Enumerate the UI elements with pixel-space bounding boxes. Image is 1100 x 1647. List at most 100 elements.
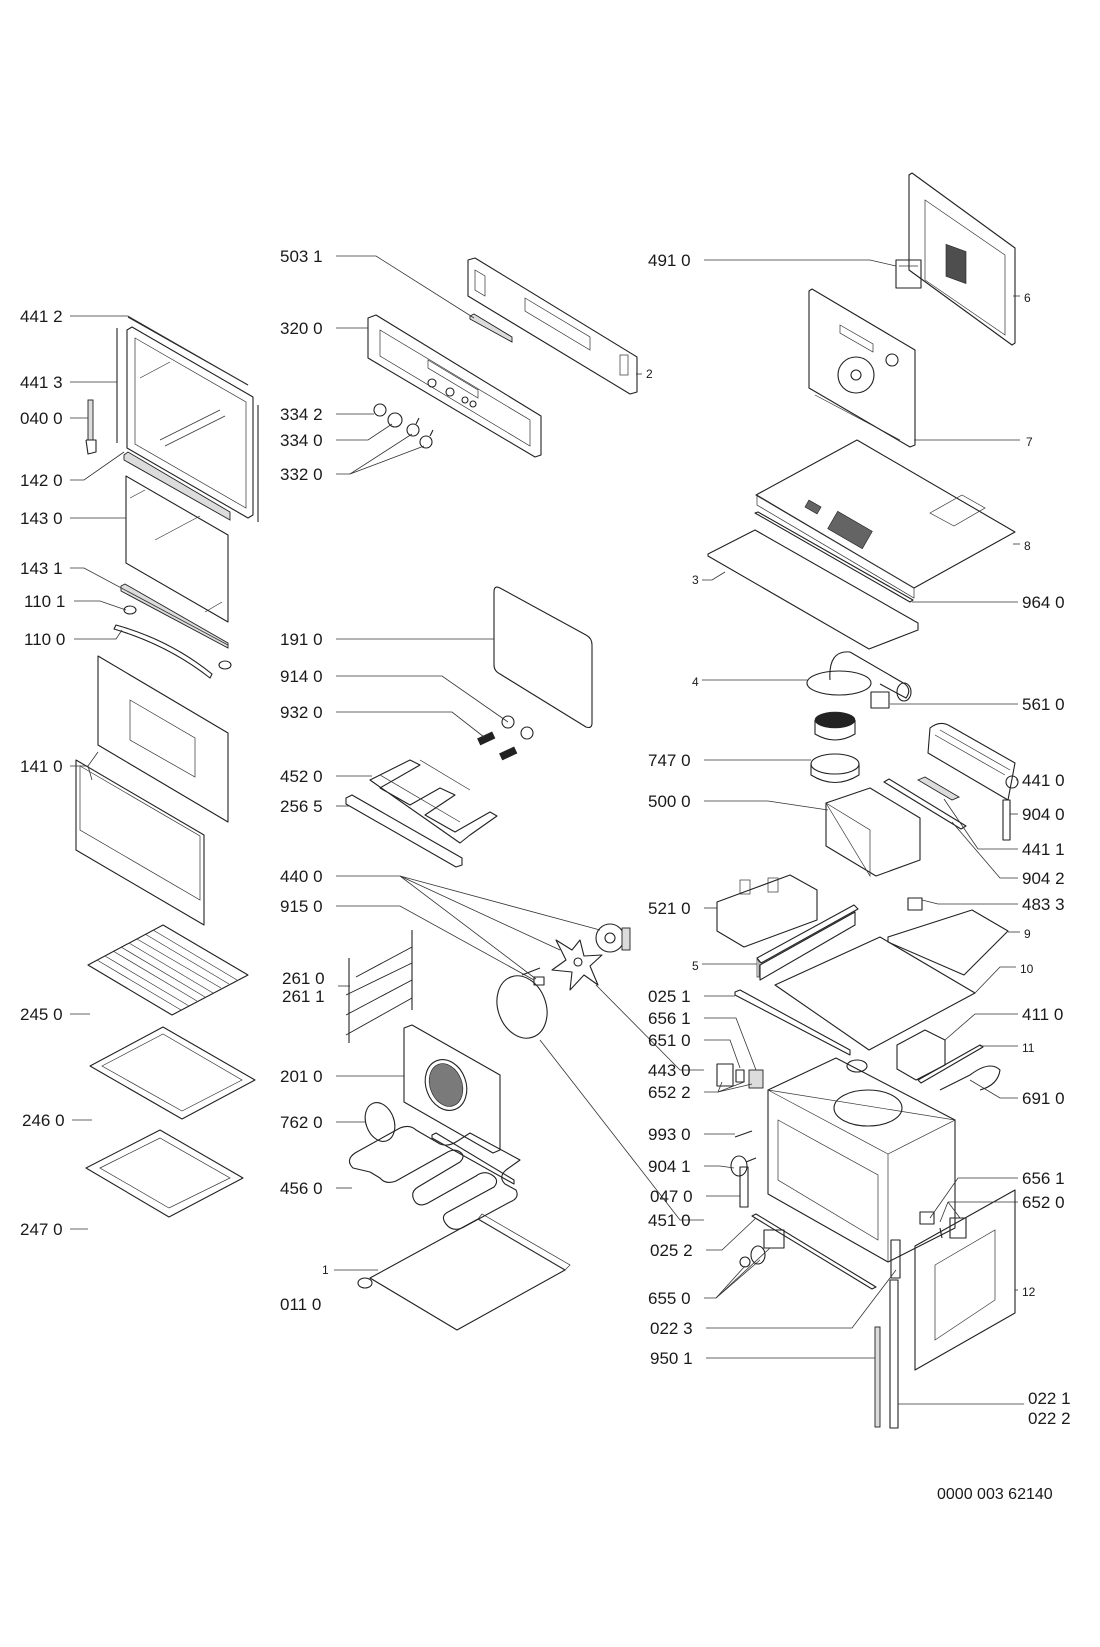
callout-747-0: 747 0 <box>648 751 691 770</box>
shelf-guide-part <box>345 930 413 1043</box>
panel-strip-part <box>469 313 513 343</box>
cooling-fan-part <box>927 722 1019 801</box>
callout-10: 10 <box>1020 962 1034 976</box>
leader-line-652-2b <box>717 1081 745 1093</box>
callout-334-2: 334 2 <box>280 405 323 424</box>
callout-452-0: 452 0 <box>280 767 323 786</box>
leader-line-025-2 <box>706 1217 757 1251</box>
leader-line-10 <box>974 966 1016 994</box>
lamp-glass-part <box>748 1069 764 1089</box>
leader-line-443-0 <box>595 984 704 1071</box>
leader-line-652-0 <box>939 1201 1018 1223</box>
callout-320-0: 320 0 <box>280 319 323 338</box>
callout-047-0: 047 0 <box>650 1187 693 1206</box>
part-drawings <box>75 172 1019 1429</box>
leader-line-656-1a <box>704 1017 757 1071</box>
leader-line-440-0b <box>399 875 561 951</box>
leader-line-651-0 <box>704 1039 741 1069</box>
door-vent-strip-part <box>123 451 231 521</box>
callout-245-0: 245 0 <box>20 1005 63 1024</box>
callout-914-0: 914 0 <box>280 667 323 686</box>
leader-line-656-1b <box>929 1177 1018 1219</box>
callout-441-2: 441 2 <box>20 307 63 326</box>
callout-022-1: 022 1 <box>1028 1389 1071 1408</box>
callout-2: 2 <box>646 367 653 381</box>
hinge-bracket-part <box>739 1166 749 1208</box>
bulb-part <box>735 1069 745 1083</box>
callout-6: 6 <box>1024 291 1031 305</box>
callout-656-1-upper: 656 1 <box>648 1009 691 1028</box>
leader-line-932-0 <box>336 711 485 738</box>
callout-025-1: 025 1 <box>648 987 691 1006</box>
top-heating-element-part <box>369 759 498 844</box>
leader-line-503-1 <box>336 255 475 319</box>
callout-491-0: 491 0 <box>648 251 691 270</box>
control-knob-part <box>373 403 403 428</box>
side-panel-part <box>756 904 859 981</box>
callout-246-0: 246 0 <box>22 1111 65 1130</box>
leader-line-3 <box>702 571 726 581</box>
lamp-socket-part <box>716 1063 734 1087</box>
door-switch-part <box>739 1229 785 1268</box>
side-strip-part <box>874 1326 881 1428</box>
inner-glass-part <box>125 475 229 623</box>
leader-line-110-1 <box>74 600 127 611</box>
leader-line-655-0c <box>715 1247 771 1299</box>
leader-line-451-0 <box>539 1039 704 1221</box>
leader-line-332-0b <box>349 445 425 475</box>
leader-line-904-1 <box>704 1165 735 1169</box>
control-panel-front-part <box>367 314 542 458</box>
transformer-part <box>896 1029 946 1081</box>
leader-line-411-0 <box>944 1013 1018 1041</box>
callout-143-0: 143 0 <box>20 509 63 528</box>
callout-332-0: 332 0 <box>280 465 323 484</box>
wire-shelf-part <box>87 924 249 1016</box>
fan-motor-part <box>595 923 631 953</box>
callout-334-0: 334 0 <box>280 431 323 450</box>
fan-cover-part <box>403 1024 501 1154</box>
callout-12: 12 <box>1022 1285 1036 1299</box>
thermostat-part <box>870 691 890 709</box>
insulation-strip-part <box>754 511 914 603</box>
cavity-seal-part <box>493 586 593 729</box>
leader-line-483-3 <box>921 899 1018 905</box>
knob-holder-part <box>406 417 434 449</box>
callout-691-0: 691 0 <box>1022 1089 1065 1108</box>
front-rail-lower-part <box>751 1213 877 1290</box>
handle-spacer-part <box>123 605 232 670</box>
callout-904-1: 904 1 <box>648 1157 691 1176</box>
callout-656-1-lower: 656 1 <box>1022 1169 1065 1188</box>
cavity-bottom-plate-part <box>369 1213 571 1331</box>
drawing-code: 0000 003 62140 <box>937 1486 1053 1503</box>
callout-191-0: 191 0 <box>280 630 323 649</box>
leader-line-652-2c <box>717 1083 753 1093</box>
rear-cover-part <box>908 172 1016 346</box>
callout-904-0: 904 0 <box>1022 805 1065 824</box>
leader-line-500-0 <box>704 800 829 811</box>
connector-part <box>907 897 923 911</box>
front-rail-part <box>734 989 851 1056</box>
filter-part <box>814 711 856 741</box>
insulation-panel-part <box>707 529 919 650</box>
callout-652-0: 652 0 <box>1022 1193 1065 1212</box>
probe-part <box>939 1065 1001 1091</box>
fan-cover-plate-part <box>364 1102 396 1142</box>
outer-glass-part <box>75 655 229 926</box>
screw-part <box>734 1130 753 1138</box>
callout-261-1: 261 1 <box>282 987 325 1006</box>
callout-456-0: 456 0 <box>280 1179 323 1198</box>
door-handle-part <box>113 624 213 679</box>
rod-part <box>917 1044 984 1084</box>
leader-line-491-0 <box>704 259 897 267</box>
leader-line-440-0 <box>336 875 601 931</box>
fuse-part <box>1002 799 1011 841</box>
callout-261-0: 261 0 <box>282 969 325 988</box>
callout-143-1: 143 1 <box>20 559 63 578</box>
fan-nut-part <box>533 976 545 986</box>
top-cover-part <box>755 439 1016 599</box>
callout-651-0: 651 0 <box>648 1031 691 1050</box>
leader-line-691-0 <box>969 1079 1018 1099</box>
spring-part <box>477 731 518 761</box>
leader-line-334-0 <box>336 423 393 441</box>
